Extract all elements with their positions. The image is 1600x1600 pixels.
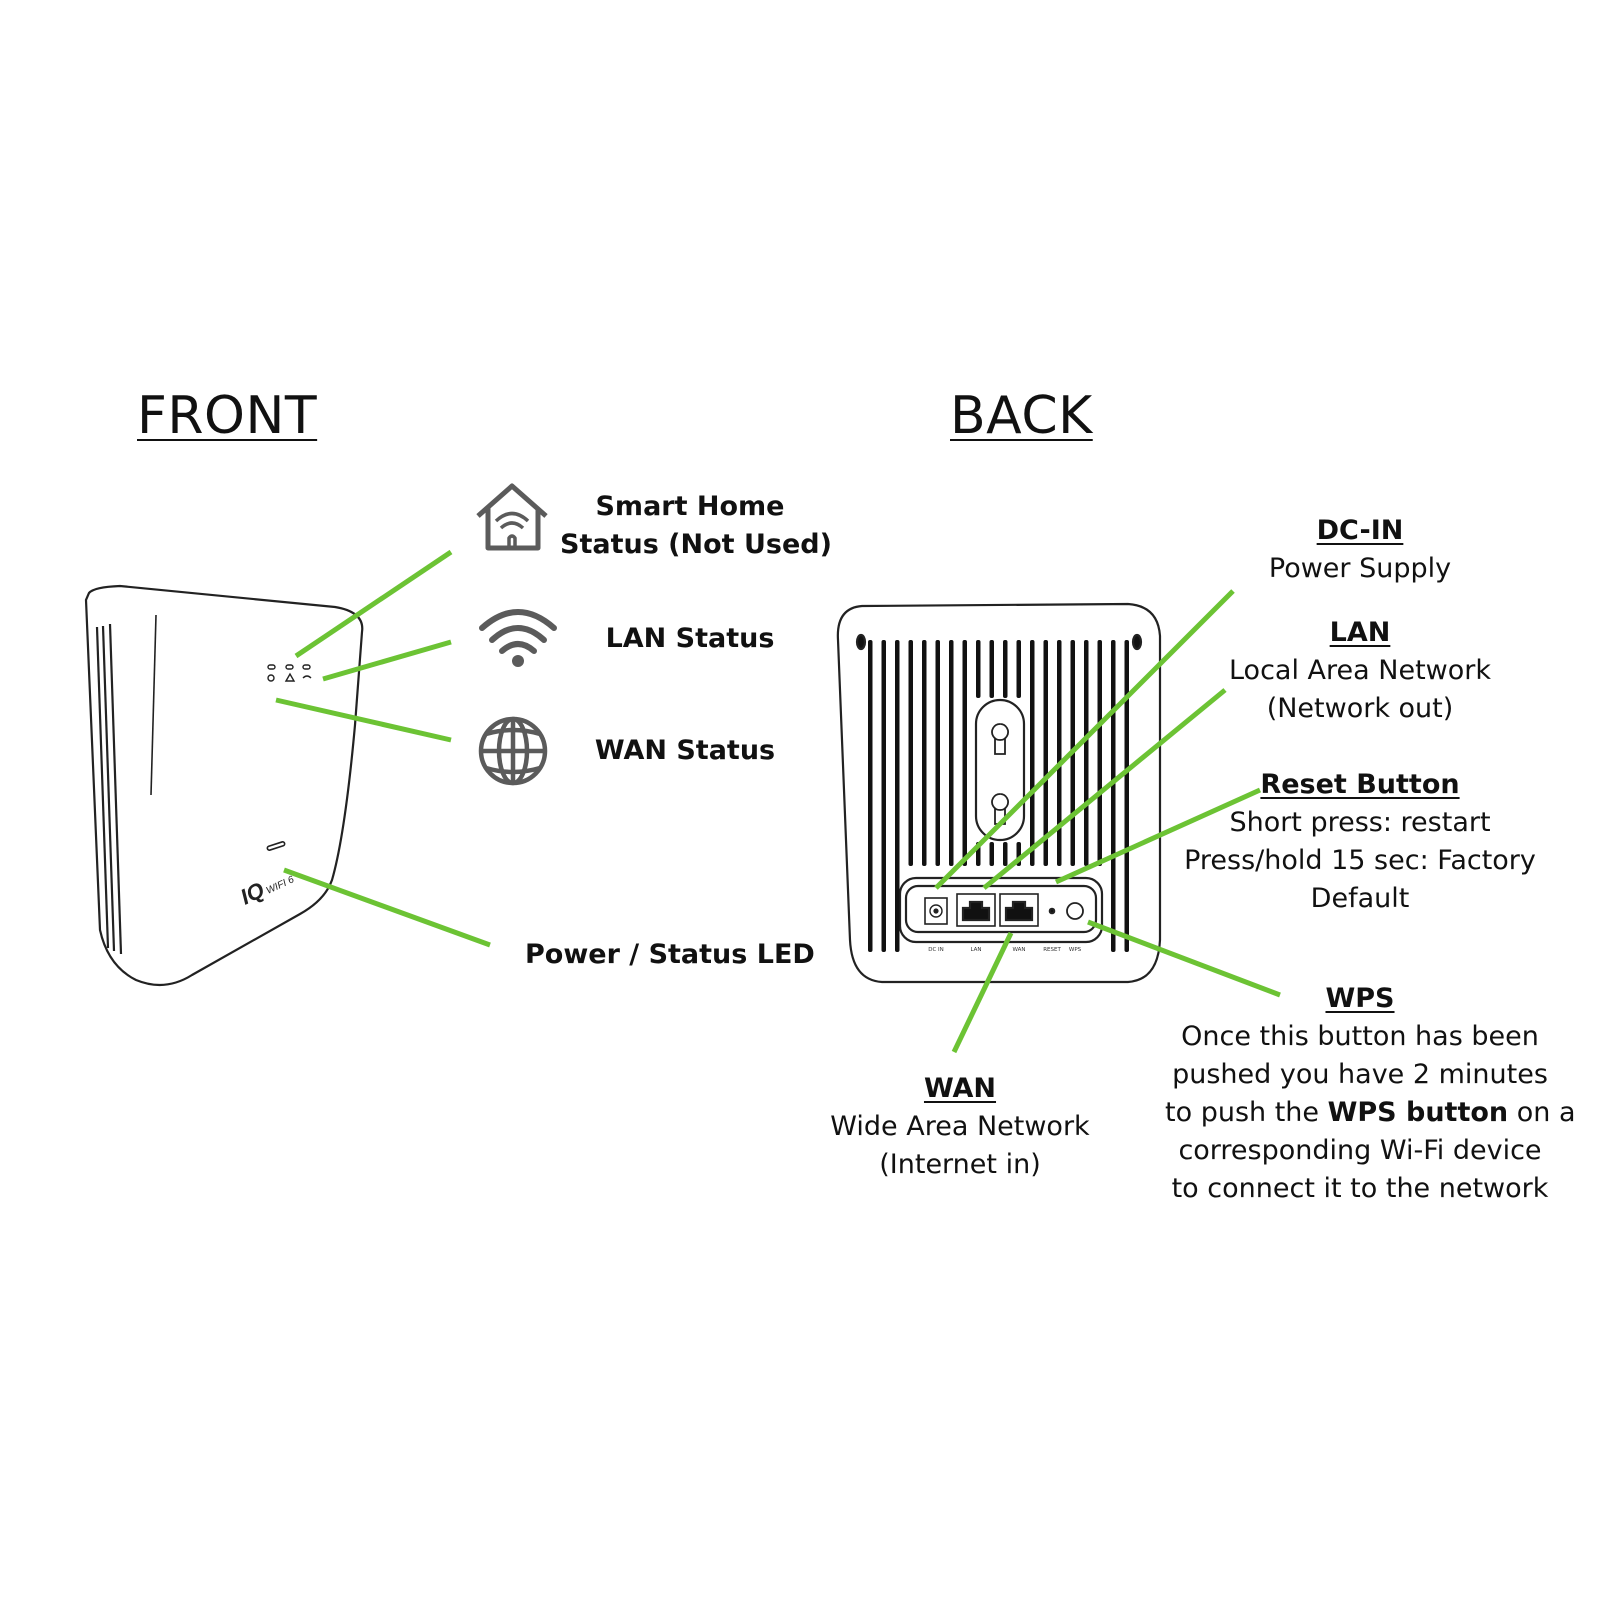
wps-desc-1: Once this button has been bbox=[1181, 1021, 1539, 1052]
front-edge-line-3 bbox=[108, 623, 123, 955]
dc-in-desc: Power Supply bbox=[1268, 553, 1452, 584]
vent-slot bbox=[976, 640, 981, 698]
reset-button-callout: Reset Button Short press: restart Press/… bbox=[1170, 766, 1550, 918]
reset-desc-1: Short press: restart bbox=[1229, 807, 1491, 838]
vent-slot bbox=[895, 640, 900, 952]
lan-port bbox=[956, 893, 996, 927]
smart-home-status-line2: Status (Not Used) bbox=[560, 529, 832, 560]
wan-desc-2: (Internet in) bbox=[879, 1149, 1041, 1180]
wan-desc-1: Wide Area Network bbox=[830, 1111, 1090, 1142]
vent-slot bbox=[1084, 640, 1089, 866]
dc-in-port bbox=[924, 897, 948, 925]
leader-reset bbox=[1054, 787, 1262, 885]
reset-title: Reset Button bbox=[1260, 769, 1460, 800]
front-led-indicators bbox=[267, 664, 312, 682]
vent-slot bbox=[1057, 640, 1062, 866]
front-device bbox=[84, 584, 364, 987]
back-screw-left bbox=[855, 633, 867, 651]
vent-slot bbox=[868, 640, 873, 952]
wps-desc-3: to push the WPS button on a bbox=[1165, 1094, 1576, 1132]
wps-desc-3-pre: to push the bbox=[1165, 1097, 1328, 1128]
wan-port bbox=[999, 893, 1039, 927]
wps-desc-4: corresponding Wi-Fi device bbox=[1178, 1135, 1542, 1166]
wps-title: WPS bbox=[1325, 983, 1395, 1014]
keyhole-top-icon bbox=[991, 723, 1009, 755]
smart-home-status-line1: Smart Home bbox=[595, 491, 785, 522]
lan-callout: LAN Local Area Network (Network out) bbox=[1210, 614, 1510, 728]
back-device-body bbox=[836, 602, 1162, 984]
vent-slot bbox=[1111, 640, 1116, 952]
port-label-lan: LAN bbox=[970, 947, 981, 953]
leader-lines bbox=[275, 549, 1281, 1054]
leader-lan bbox=[982, 688, 1227, 890]
vent-slot bbox=[949, 640, 954, 866]
power-led-slot bbox=[266, 841, 286, 851]
vent-slot bbox=[1043, 640, 1048, 866]
front-edge-line-2 bbox=[101, 625, 116, 952]
leader-lan-status bbox=[322, 639, 452, 682]
leader-wan-status bbox=[275, 697, 452, 743]
back-screw-right bbox=[1131, 633, 1143, 651]
port-label-wan: WAN bbox=[1012, 947, 1025, 953]
vent-slot bbox=[1097, 640, 1102, 866]
front-edge-line-1 bbox=[95, 626, 110, 949]
wan-callout: WAN Wide Area Network (Internet in) bbox=[810, 1070, 1110, 1184]
leader-dc-in bbox=[934, 589, 1235, 890]
vent-slot bbox=[1016, 640, 1021, 698]
leader-power-led bbox=[283, 867, 491, 948]
lan-status-label: LAN Status bbox=[605, 623, 775, 654]
front-seam-line bbox=[150, 614, 157, 796]
port-panel-inner bbox=[904, 884, 1098, 934]
vent-slot bbox=[908, 640, 913, 866]
vent-slot bbox=[1003, 640, 1008, 698]
smart-home-status-label: Smart Home Status (Not Used) bbox=[560, 488, 832, 564]
dc-in-callout: DC-IN Power Supply bbox=[1210, 512, 1510, 588]
home-icon bbox=[476, 483, 548, 551]
lan-desc-2: (Network out) bbox=[1266, 693, 1454, 724]
wps-desc-2: pushed you have 2 minutes bbox=[1172, 1059, 1548, 1090]
device-model-text: WIFI 6 bbox=[265, 874, 297, 897]
back-vent-slots bbox=[868, 640, 1129, 952]
wps-desc-3-post: on a bbox=[1508, 1097, 1576, 1128]
device-brand-text: IQ bbox=[237, 877, 269, 909]
front-heading: FRONT bbox=[137, 386, 318, 446]
globe-icon bbox=[478, 716, 548, 786]
vent-slot bbox=[1030, 640, 1035, 866]
vent-slot bbox=[922, 640, 927, 866]
reset-desc-2: Press/hold 15 sec: Factory bbox=[1184, 845, 1536, 876]
reset-pinhole bbox=[1048, 907, 1056, 915]
back-mount-plate bbox=[974, 698, 1026, 842]
vent-slot bbox=[1124, 640, 1129, 952]
port-label-reset: RESET bbox=[1043, 947, 1061, 953]
leader-wps bbox=[1087, 919, 1281, 998]
front-device-body bbox=[84, 584, 364, 987]
vent-slot bbox=[989, 842, 994, 866]
port-label-wps: WPS bbox=[1069, 947, 1082, 953]
vent-slot bbox=[935, 640, 940, 866]
vent-slot bbox=[1003, 842, 1008, 866]
lan-desc-1: Local Area Network bbox=[1228, 655, 1491, 686]
leader-wan bbox=[951, 931, 1014, 1054]
back-port-labels: DC IN LAN WAN RESET WPS bbox=[928, 947, 1081, 953]
power-status-led-label: Power / Status LED bbox=[525, 939, 815, 970]
wifi-icon bbox=[479, 609, 557, 667]
vent-slot bbox=[989, 640, 994, 698]
wps-button-emphasis: WPS button bbox=[1327, 1097, 1509, 1128]
port-label-dc-in: DC IN bbox=[928, 947, 944, 953]
back-heading: BACK bbox=[950, 386, 1093, 446]
wps-callout: WPS Once this button has been pushed you… bbox=[1165, 980, 1576, 1208]
port-panel bbox=[898, 876, 1104, 944]
vent-slot bbox=[881, 640, 886, 952]
wan-status-label: WAN Status bbox=[594, 735, 776, 766]
back-device bbox=[836, 602, 1162, 984]
lan-title: LAN bbox=[1329, 617, 1391, 648]
wan-title: WAN bbox=[923, 1073, 997, 1104]
vent-slot bbox=[962, 640, 967, 866]
dc-in-title: DC-IN bbox=[1316, 515, 1404, 546]
wps-button bbox=[1066, 902, 1084, 920]
reset-desc-3: Default bbox=[1310, 883, 1410, 914]
wps-desc-5: to connect it to the network bbox=[1171, 1173, 1549, 1204]
leader-smart-home bbox=[294, 549, 453, 659]
